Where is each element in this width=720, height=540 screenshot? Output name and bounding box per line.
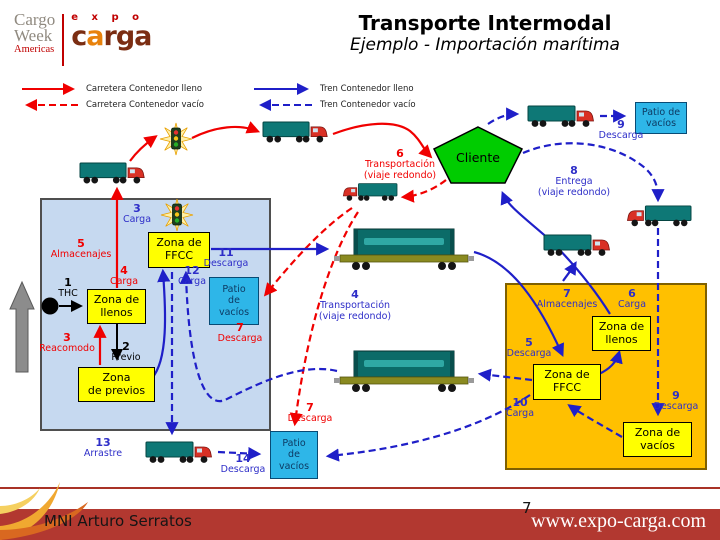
footer-website: www.expo-carga.com: [531, 510, 706, 532]
zone-previos: Zona de previos: [78, 367, 155, 402]
road-route-2: [191, 121, 261, 139]
expo-text: e x p o: [71, 12, 144, 23]
footer-band: [0, 509, 720, 540]
page-subtitle: Ejemplo - Importación marítima: [350, 35, 620, 55]
cargo-week-wordmark: Cargo Week Americas: [14, 10, 56, 56]
carga-accent: a: [86, 21, 104, 52]
truck-icon: [543, 234, 610, 257]
zone-llenos-terminal: Zona de llenos: [592, 316, 651, 351]
logo-line1: Cargo: [14, 10, 56, 29]
patio-vacios-port: Patio de vacíos: [209, 277, 259, 325]
legend-rail-full: Tren Contenedor lleno: [320, 84, 414, 94]
delivery-truck-arrow: [562, 261, 577, 282]
carga-prefix: c: [71, 21, 87, 52]
legend-rail-empty: Tren Contenedor vacío: [320, 100, 416, 110]
truck-icon: [342, 183, 398, 202]
expo-carga-wordmark: e x p o carga: [71, 12, 153, 52]
flame-graphic: [0, 482, 88, 540]
logo-divider: [62, 14, 65, 66]
cargo-week-logo: Cargo Week Americas e x p o carga: [14, 10, 153, 66]
truck-icon: [79, 162, 145, 184]
truck-icon: [527, 105, 594, 128]
ship-arrow-icon: [9, 280, 35, 373]
truck-icon: [626, 205, 692, 227]
empty-to-truck-top: [487, 107, 520, 125]
client-label: Cliente: [456, 150, 500, 165]
road-return-1: [400, 179, 447, 203]
road-route-1: [129, 135, 158, 162]
zone-vacios-terminal: Zona de vacíos: [623, 422, 692, 457]
logo-line2: Week: [14, 25, 53, 45]
truck-icon: [145, 441, 212, 464]
road-return-patio-left: [263, 207, 353, 297]
carga-suffix: rga: [103, 21, 153, 52]
railcar-icon: [333, 350, 475, 393]
patio-vacios-bottom: Patio de vacíos: [270, 431, 318, 479]
zone-llenos-port: Zona de llenos: [87, 289, 146, 324]
footer-divider: [0, 487, 720, 489]
truck-icon: [262, 121, 328, 143]
legend-road-full: Carretera Contenedor lleno: [86, 84, 203, 94]
page-title: Transporte Intermodal: [358, 11, 612, 35]
page-number: 7: [522, 499, 532, 517]
footer-author: MNI Arturo Serratos: [44, 512, 192, 530]
carga-text: carga: [71, 21, 153, 52]
patio-vacios-client: Patio de vacíos: [635, 102, 687, 134]
zone-ffcc-port: Zona de FFCC: [148, 232, 210, 268]
title-block: Transporte Intermodal Ejemplo - Importac…: [290, 11, 680, 56]
railcar-icon: [333, 228, 475, 271]
legend-road-empty: Carretera Contenedor vacío: [86, 100, 204, 110]
logo-line3: Americas: [14, 44, 55, 56]
traffic-light-icon: [159, 122, 193, 156]
zone-ffcc-terminal: Zona de FFCC: [533, 364, 601, 400]
